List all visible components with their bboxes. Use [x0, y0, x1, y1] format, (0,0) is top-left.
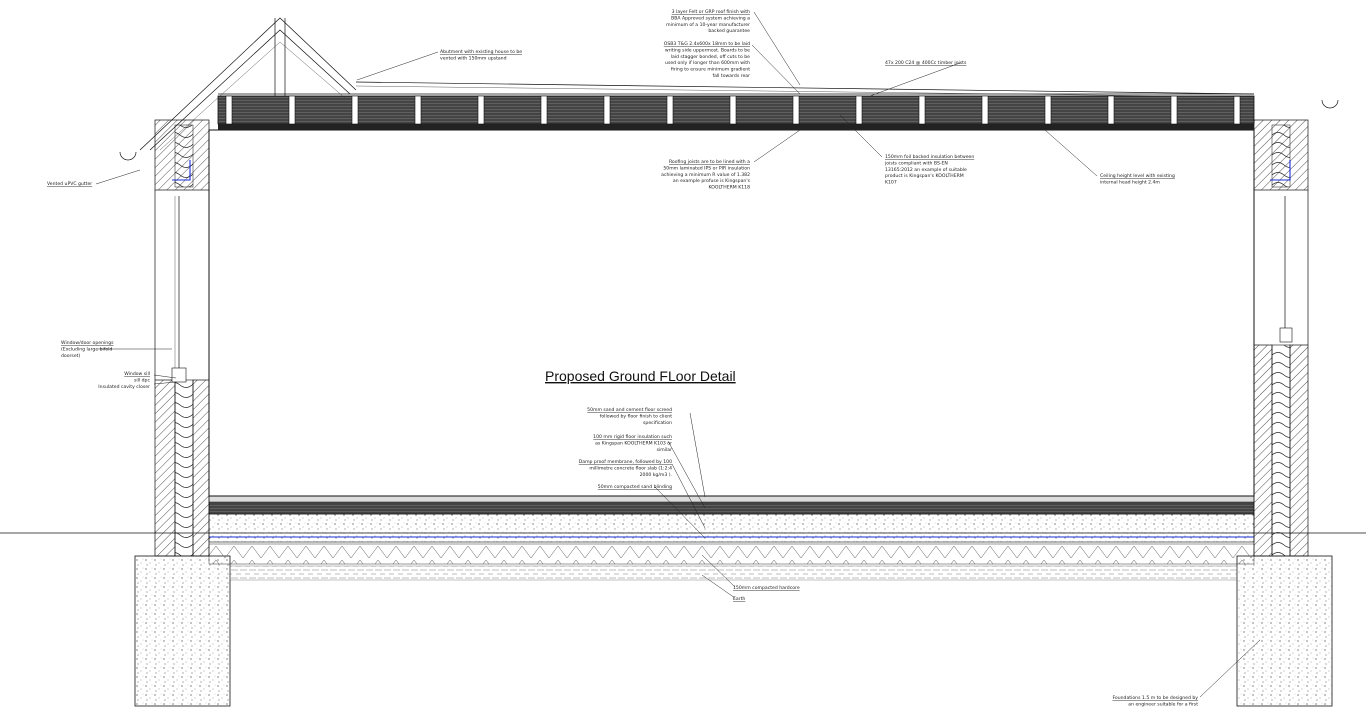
right-foundation	[1236, 555, 1333, 707]
joist	[477, 95, 485, 125]
joist	[981, 95, 989, 125]
note-timber-joists: 47x 200 C24 @ 400Cc timber joists	[885, 60, 967, 66]
concrete-slab	[208, 513, 1255, 543]
floor-screed	[208, 495, 1255, 503]
joist	[288, 95, 296, 125]
note-line: 50mm compacted sand blinding	[598, 484, 672, 490]
note-line: Roofing joists are to be lined with a	[669, 159, 750, 165]
note-abutment: Abutment with existing house to bevented…	[440, 49, 522, 61]
note-window-openings: Window/door openings(Excluding large bif…	[61, 340, 114, 359]
note-line: Earth	[733, 596, 745, 602]
joist	[351, 95, 359, 125]
joist	[1233, 95, 1241, 125]
note-line: an engineer suitable for a first	[1128, 701, 1198, 707]
note-line: BBA Approved system achieving a	[671, 15, 750, 21]
joist	[666, 95, 674, 125]
note-gutter: Vented uPVC gutter	[47, 181, 92, 187]
note-line: backed guarantee	[708, 28, 750, 34]
note-line: used only if longer than 600mm with	[665, 60, 750, 66]
drawing-title: Proposed Ground FLoor Detail	[545, 368, 736, 384]
joist	[792, 95, 800, 125]
note-line: sill dpc	[134, 377, 151, 383]
leader-lines	[95, 11, 1261, 698]
note-line: as Kingspan KOOLTHERM K103 or	[595, 440, 672, 446]
note-line: K107	[885, 180, 897, 186]
right-gutter	[1321, 99, 1339, 109]
note-line: 150mm compacted hardcore	[733, 585, 800, 591]
note-roof-finish: 3 layer Felt or GRP roof finish withBBA …	[666, 9, 750, 34]
joist	[414, 95, 422, 125]
joist	[225, 95, 233, 125]
note-line: internal head height 2.4m	[1100, 179, 1160, 185]
note-line: writing side uppermost. Boards to be	[665, 47, 750, 53]
hardcore-layer	[208, 543, 1255, 565]
left-wall	[154, 119, 210, 557]
note-line: Insulated cavity closer	[98, 384, 150, 390]
note-line: Ceiling height level with existing	[1100, 173, 1175, 179]
note-line: 150mm foil backed insulation between	[885, 154, 974, 160]
note-line: 50mm sand and cement floor screed	[587, 407, 672, 413]
note-foil-insulation: 150mm foil backed insulation betweenjois…	[884, 154, 974, 186]
note-screed: 50mm sand and cement floor screedfollowe…	[587, 407, 672, 426]
floor-insulation	[208, 501, 1255, 515]
joist	[603, 95, 611, 125]
roof-joists	[225, 95, 1241, 125]
joist	[1170, 95, 1178, 125]
left-gutter	[119, 151, 137, 161]
note-line: followed by floor finish to client	[600, 413, 672, 419]
note-line: Window sill	[124, 371, 150, 377]
roof-membrane	[355, 81, 1255, 95]
note-line: 13165:2012 an example of suitable	[885, 167, 967, 173]
note-line: specification	[643, 420, 672, 426]
earth-layer	[229, 565, 1238, 581]
note-line: 47x 200 C24 @ 400Cc timber joists	[885, 60, 967, 66]
note-ceiling-height: Ceiling height level with existingintern…	[1100, 173, 1175, 185]
note-hardcore: 150mm compacted hardcore	[733, 585, 800, 591]
note-line: achieving a minimum R value of 1.382	[661, 172, 750, 178]
note-line: similar	[657, 447, 673, 453]
right-wall	[1253, 119, 1309, 557]
joist	[918, 95, 926, 125]
joist	[855, 95, 863, 125]
note-osb-deck: OSB3 T&G 2.4x600x 18mm to be laidwriting…	[664, 41, 750, 79]
note-line: Abutment with existing house to be	[440, 49, 522, 55]
note-line: laid stagger bonded, off cuts to be	[671, 54, 750, 60]
note-line: Vented uPVC gutter	[47, 181, 92, 187]
note-line: Damp proof membrane, followed by 100	[579, 459, 672, 465]
note-line: 2000 kg/m3 ).	[640, 472, 672, 478]
note-line: fall towards rear	[712, 73, 750, 79]
left-foundation	[134, 555, 231, 707]
joist	[540, 95, 548, 125]
note-line: product is Kingspan's KOOLTHERM	[885, 173, 964, 179]
note-line: KOOLTHERM K118	[709, 185, 751, 191]
note-line: millimetre concrete floor slab (1:2:4	[589, 465, 672, 471]
note-line: doorset)	[61, 353, 80, 359]
joist	[729, 95, 737, 125]
existing-roof-gable	[139, 17, 357, 151]
note-line: (Excluding large bifold	[61, 346, 113, 352]
note-line: 100 mm rigid floor insulation such	[593, 434, 672, 440]
note-roofing-joists: Roofing joists are to be lined with a50m…	[661, 159, 750, 191]
joist	[1107, 95, 1115, 125]
note-line: joists compliant with BS-EN	[884, 160, 948, 166]
note-line: Window/door openings	[61, 340, 114, 346]
note-line: minimum of a 10-year manufacturer	[666, 22, 750, 28]
note-earth: Earth	[733, 596, 745, 602]
note-blinding: 50mm compacted sand blinding	[598, 484, 672, 490]
note-line: 3 layer Felt or GRP roof finish with	[672, 9, 750, 15]
note-line: an example profuse is Kingspan's	[673, 178, 751, 184]
note-line: vented with 150mm upstand	[440, 55, 507, 61]
note-line: Foundations 1.5 m to be designed by	[1112, 695, 1198, 701]
joist	[1044, 95, 1052, 125]
note-line: firing to ensure minimum gradient	[671, 67, 750, 73]
note-dpm-slab: Damp proof membrane, followed by 100mill…	[579, 459, 672, 478]
note-line: OSB3 T&G 2.4x600x 18mm to be laid	[664, 41, 750, 47]
note-line: 50mm laminated IPS or PIR insulation	[663, 165, 750, 171]
